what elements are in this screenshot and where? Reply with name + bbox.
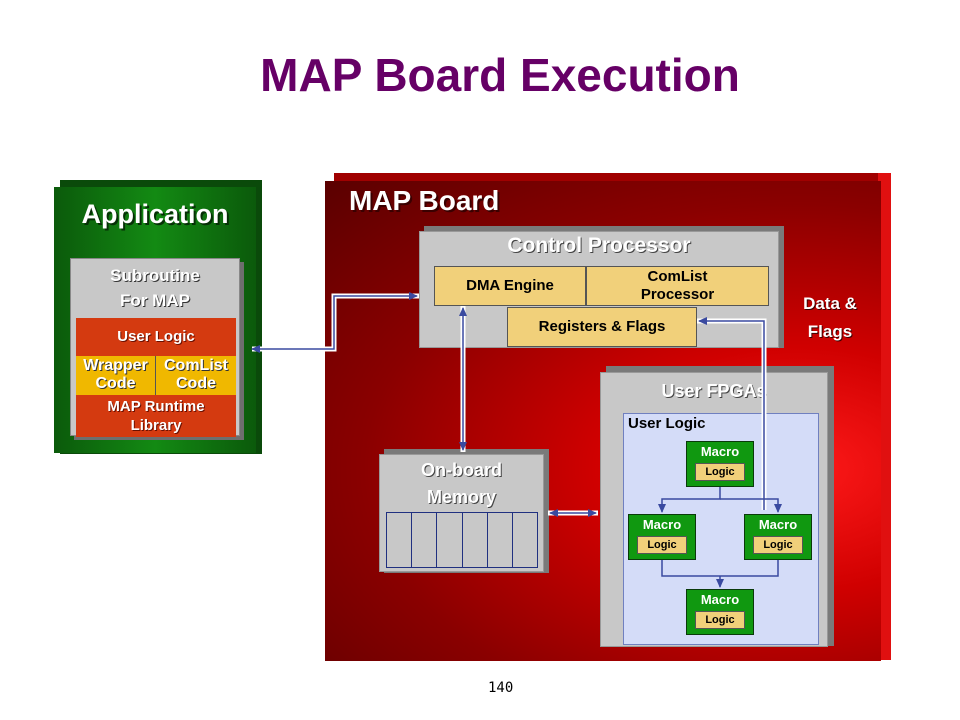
macro-bottom: Macro Logic <box>686 589 754 635</box>
macro-left: Macro Logic <box>628 514 696 560</box>
comlist-processor: ComList Processor <box>586 266 769 306</box>
map-runtime-library: MAP Runtime Library <box>76 395 236 437</box>
comlist-processor-line2: Processor <box>640 286 715 303</box>
macro-title: Macro <box>758 517 798 532</box>
subroutine-box: Subroutine For MAP User Logic Wrapper Co… <box>70 258 240 437</box>
macro-logic: Logic <box>637 536 687 554</box>
onboard-memory-title: On-board Memory <box>380 457 543 511</box>
memory-bank <box>437 513 463 567</box>
app-user-logic: User Logic <box>76 318 236 356</box>
dma-engine: DMA Engine <box>434 266 586 306</box>
comlist-processor-line1: ComList <box>647 268 708 285</box>
control-processor: Control Processor DMA Engine ComList Pro… <box>419 231 779 348</box>
data-flags-label: Data & Flags <box>790 290 870 346</box>
macro-logic: Logic <box>753 536 803 554</box>
macro-title: Macro <box>700 444 740 459</box>
memory-bank <box>387 513 413 567</box>
map-board-top-edge <box>334 173 890 182</box>
onboard-memory: On-board Memory <box>379 454 544 572</box>
registers-flags: Registers & Flags <box>507 307 697 347</box>
data-flags-line1: Data & <box>803 294 857 313</box>
comlist-code-line2: Code <box>176 375 216 392</box>
map-board-title: MAP Board <box>349 185 500 216</box>
subroutine-title: Subroutine For MAP <box>71 263 239 313</box>
wrapper-code-line1: Wrapper <box>83 357 148 374</box>
wrapper-code-line2: Code <box>95 375 136 392</box>
macro-flow-lines <box>658 487 782 588</box>
map-board-side-edge <box>878 173 891 660</box>
page-title: MAP Board Execution <box>260 49 740 101</box>
runtime-line1: MAP Runtime <box>107 398 205 415</box>
application-title: Application <box>81 199 229 229</box>
user-logic-label: User Logic <box>628 415 706 432</box>
runtime-line2: Library <box>130 417 182 434</box>
memory-bank <box>488 513 513 567</box>
subroutine-title-line2: For MAP <box>120 291 190 310</box>
comlist-code-line1: ComList <box>164 357 228 374</box>
app-to-control-arrow <box>252 293 419 352</box>
memory-bank <box>463 513 488 567</box>
page-number: 140 <box>488 680 514 696</box>
onboard-memory-line1: On-board <box>421 460 502 480</box>
control-processor-title: Control Processor <box>507 234 691 257</box>
wrapper-code: Wrapper Code <box>76 356 156 395</box>
user-fpgas-title: User FPGAs <box>661 381 767 401</box>
memory-bank <box>412 513 438 567</box>
comlist-code: ComList Code <box>156 356 236 395</box>
macro-top: Macro Logic <box>686 441 754 487</box>
macro-logic: Logic <box>695 463 745 481</box>
data-flags-arrow <box>697 317 767 510</box>
macro-right: Macro Logic <box>744 514 812 560</box>
subroutine-title-line1: Subroutine <box>110 266 200 285</box>
onboard-memory-line2: Memory <box>426 487 497 507</box>
app-to-control-line <box>251 292 418 353</box>
data-flags-line2: Flags <box>807 322 853 341</box>
memory-banks <box>386 512 538 568</box>
macro-logic: Logic <box>695 611 745 629</box>
macro-title: Macro <box>700 592 740 607</box>
macro-title: Macro <box>642 517 682 532</box>
